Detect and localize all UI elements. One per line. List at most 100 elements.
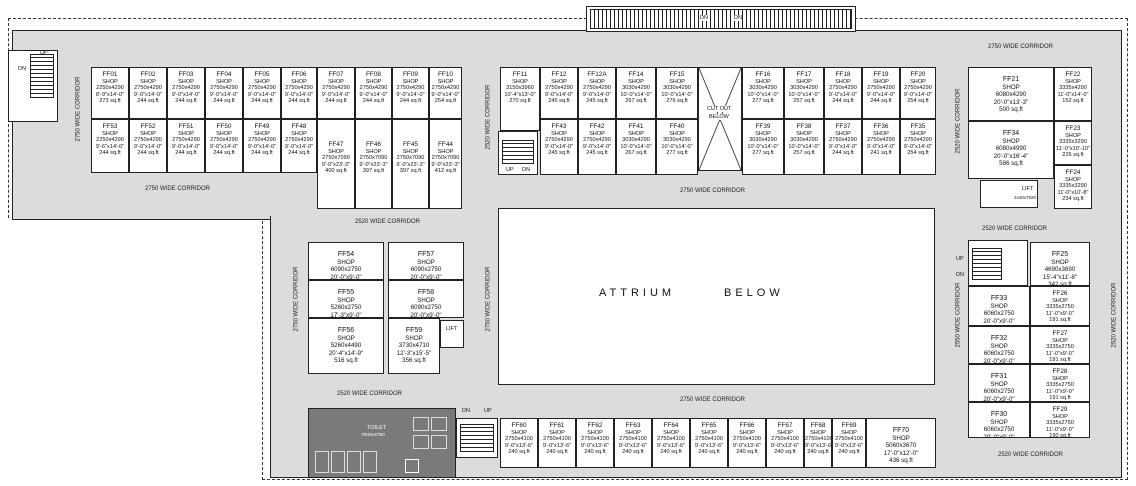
lift-label-plaza: LIFT — [446, 326, 458, 332]
shop-type: SHOP — [1002, 137, 1020, 145]
corridor-label-vertical-right-lower: 2550 WIDE CORRIDOR — [955, 282, 962, 348]
shop-code: FF06 — [291, 71, 307, 78]
shop-dim: 2250x4290 — [96, 85, 124, 92]
mid-stair — [502, 140, 534, 164]
shop-dim: 3335x2750 — [1046, 420, 1074, 427]
shop-ft: 10'-0"x14'-0" — [747, 143, 779, 150]
shop-area: 244 sq.ft — [137, 98, 159, 105]
shop-type: SHOP — [739, 429, 755, 436]
toilet-cubicle-8 — [431, 435, 447, 449]
shop-code: FF33 — [990, 295, 1008, 302]
shop-area: 356 sq.ft — [402, 357, 426, 365]
shop-area: 342 sq.ft — [1048, 281, 1072, 286]
shop-dim: 3335x3290 — [1059, 139, 1087, 146]
shop-area: 244 sq.ft — [251, 150, 273, 157]
shop-code: FF41 — [628, 123, 644, 130]
corridor-label-north-mid: 2520 WIDE CORRIDOR — [355, 219, 421, 225]
shop-type: SHOP — [551, 130, 567, 137]
corridor-label-south-left: 2520 WIDE CORRIDOR — [337, 391, 403, 397]
site-boundary-lower — [262, 216, 1128, 480]
shop-ft: 9'-0"x23'-3" — [321, 161, 351, 168]
shop-dim: 2750x4290 — [867, 85, 895, 92]
shop-type: SHOP — [365, 148, 382, 155]
shop-code: FF12 — [551, 71, 567, 78]
shop-type: SHOP — [254, 78, 270, 85]
shop-code: FF58 — [417, 289, 435, 296]
shop-code: FF56 — [337, 327, 355, 334]
shop-dim: 2750x4290 — [322, 85, 350, 92]
shop-area: 226 sq.ft — [1062, 152, 1084, 159]
shop-area: 267 sq.ft — [625, 150, 647, 157]
shop-area: 245 sq.ft — [548, 150, 570, 157]
shop-type: SHOP — [140, 78, 156, 85]
shop-ft: 9'-0"x14'-0" — [321, 91, 351, 98]
shop-code: FF21 — [1002, 76, 1020, 83]
shop-code: FF40 — [669, 123, 685, 130]
shop-code: FF52 — [140, 123, 156, 130]
shop-type: SHOP — [1002, 83, 1020, 91]
lift-size-upper: 2x40x7920 — [1014, 195, 1037, 200]
shop-code: FF45 — [403, 141, 418, 148]
lift-block-plaza — [440, 320, 464, 348]
shop-area: 244 sq.ft — [175, 150, 197, 157]
corridor-label-vertical-plaza-left: 2750 WIDE CORRIDOR — [293, 266, 300, 332]
shop-type: SHOP — [102, 78, 118, 85]
toilet-cubicle-6 — [431, 417, 447, 431]
shop-dim: 6090x2750 — [330, 266, 362, 274]
shop-ft: 11'-0"x14'-0" — [1057, 91, 1089, 98]
shop-type: SHOP — [337, 296, 355, 304]
shop-code: FF34 — [1002, 130, 1020, 137]
shop-ft: 9'-6"x14'-0" — [95, 143, 125, 150]
shop-type: SHOP — [587, 429, 603, 436]
shop-ft: 9'-0"x13'-6" — [770, 442, 800, 449]
shop-ft: 10'-0"x14'-0" — [747, 91, 779, 98]
left-stair-up-label: UP — [40, 50, 48, 56]
shop-area: 277 sq.ft — [666, 150, 688, 157]
shop-type: SHOP — [663, 429, 679, 436]
shop-code: FF55 — [337, 289, 355, 296]
corridor-label-right-mid: 2520 WIDE CORRIDOR — [982, 226, 1048, 232]
shop-code: FF57 — [417, 251, 435, 258]
shop-dim: 3030x4290 — [622, 137, 650, 144]
shop-type: SHOP — [990, 342, 1008, 350]
shop-code: FF08 — [366, 71, 381, 78]
shop-dim: 2750x4290 — [285, 137, 313, 144]
toilet-cubicle-7 — [413, 435, 429, 449]
shop-type: SHOP — [628, 78, 644, 85]
shop-dim: 2250x4290 — [96, 137, 124, 144]
shop-dim: 2750x4290 — [134, 85, 162, 92]
shop-code: FF36 — [873, 123, 889, 130]
shop-code: FF29 — [1052, 406, 1068, 413]
shop-type: SHOP — [328, 78, 344, 85]
shop-code: FF07 — [328, 71, 344, 78]
shop-dim: 2750x4290 — [431, 85, 460, 92]
shop-ft: 10'-0"x14'-0" — [620, 143, 652, 150]
shop-code: FF44 — [438, 141, 453, 148]
shop-code: FF30 — [990, 411, 1008, 418]
shop-type: SHOP — [1051, 258, 1069, 266]
shop-area: 397 sq.ft — [399, 168, 422, 175]
shop-area: 240 sq.ft — [698, 449, 720, 456]
shop-type: SHOP — [549, 429, 565, 436]
toilet-cubicle-1 — [315, 451, 329, 473]
shop-area: 273 sq.ft — [99, 98, 121, 105]
shop-type: SHOP — [796, 78, 812, 85]
shop-type: SHOP — [337, 334, 355, 342]
shop-ft: 9'-0"x14'-0" — [209, 91, 239, 98]
shop-dim: 2750x4290 — [210, 137, 238, 144]
shop-type: SHOP — [841, 429, 857, 436]
shop-ft: 9'-0"x14'-0" — [544, 143, 574, 150]
shop-dim: 2750x7090 — [396, 155, 425, 162]
shop-ft: 9'-0"x23'-3" — [431, 161, 460, 168]
shop-type: SHOP — [910, 78, 926, 85]
